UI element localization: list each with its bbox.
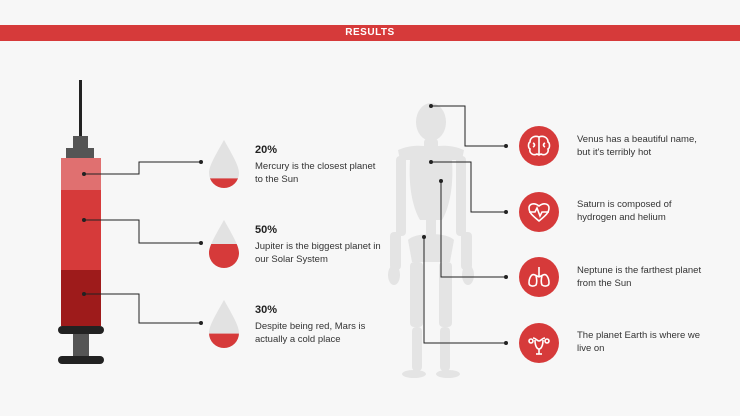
- syringe-plunger-rod: [73, 334, 89, 356]
- syringe-connectors: [84, 161, 201, 324]
- stat-item: 50% Jupiter is the biggest planet in our…: [255, 224, 385, 266]
- syringe-thumb-rest: [58, 356, 104, 364]
- note-text: Saturn is composed of hydrogen and heliu…: [577, 199, 672, 223]
- stat-description: Jupiter is the biggest planet in our Sol…: [255, 241, 381, 265]
- uterus-icon: [519, 323, 559, 363]
- note-text: Venus has a beautiful name, but it's ter…: [577, 134, 697, 158]
- note-text: The planet Earth is where we live on: [577, 330, 701, 354]
- drop-icon: [209, 140, 239, 188]
- drop-fill: [209, 244, 239, 268]
- drop-fill: [209, 333, 239, 348]
- stat-percent: 20%: [255, 144, 278, 156]
- header-bar: [0, 25, 740, 41]
- skeleton-illustration: [388, 103, 474, 378]
- syringe-hub: [73, 136, 88, 150]
- note-text: Neptune is the farthest planet from the …: [577, 265, 702, 289]
- skeleton-connectors: [423, 105, 506, 344]
- stat-percent: 50%: [255, 224, 278, 236]
- drop-fill: [209, 178, 239, 188]
- syringe-needle: [79, 80, 82, 138]
- syringe-plunger-seal: [58, 326, 104, 334]
- stat-description: Despite being red, Mars is actually a co…: [255, 321, 366, 345]
- syringe-illustration: [58, 80, 104, 364]
- syringe-tip: [66, 148, 94, 158]
- heart-icon: [519, 192, 559, 232]
- stat-percent: 30%: [255, 304, 278, 316]
- stat-item: 30% Despite being red, Mars is actually …: [255, 304, 385, 346]
- syringe-fill-medium: [61, 190, 101, 270]
- stat-description: Mercury is the closest planet to the Sun: [255, 161, 376, 185]
- stat-item: 20% Mercury is the closest planet to the…: [255, 144, 385, 186]
- lungs-icon: [519, 257, 559, 297]
- brain-icon: [519, 126, 559, 166]
- page-title: RESULTS: [345, 27, 395, 38]
- syringe-fill-dark: [61, 270, 101, 326]
